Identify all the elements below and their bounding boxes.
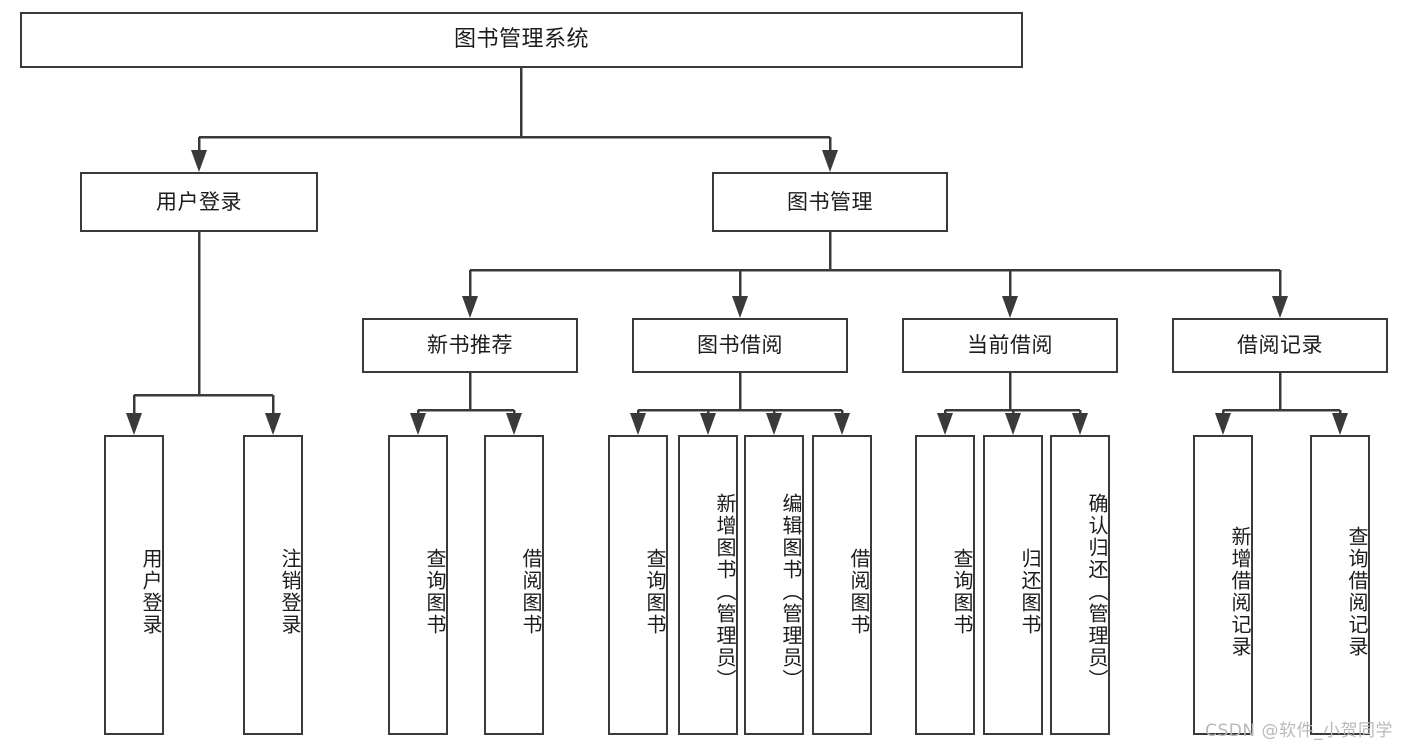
node-label: 借阅图书: [847, 548, 871, 636]
node-label: 用户登录: [156, 189, 242, 214]
node-label: 当前借阅: [967, 333, 1053, 358]
node-label: 用户登录: [139, 548, 163, 636]
node-label: 图书管理系统: [453, 27, 589, 53]
node-leaf-return-book[interactable]: 归还图书: [983, 435, 1043, 735]
node-label: 查询图书: [950, 548, 974, 636]
node-leaf-logout[interactable]: 注销登录: [243, 435, 303, 735]
node-leaf-edit-book-admin[interactable]: 编辑图书（管理员）: [744, 435, 804, 735]
node-label: 查询图书: [643, 548, 667, 636]
node-label: 查询借阅记录: [1345, 526, 1369, 658]
node-label: 查询图书: [423, 548, 447, 636]
node-label: 借阅图书: [519, 548, 543, 636]
node-book-manage[interactable]: 图书管理: [712, 172, 948, 232]
node-leaf-user-login[interactable]: 用户登录: [104, 435, 164, 735]
node-leaf-query-book-current[interactable]: 查询图书: [915, 435, 975, 735]
node-label: 确认归还（管理员）: [1085, 493, 1109, 691]
node-label: 注销登录: [278, 548, 302, 636]
node-label: 图书管理: [787, 189, 873, 214]
node-label: 图书借阅: [697, 333, 783, 358]
node-leaf-borrow-book-recommend[interactable]: 借阅图书: [484, 435, 544, 735]
node-user-login[interactable]: 用户登录: [80, 172, 318, 232]
node-leaf-confirm-return-admin[interactable]: 确认归还（管理员）: [1050, 435, 1110, 735]
node-label: 新增图书（管理员）: [713, 493, 737, 691]
node-label: 编辑图书（管理员）: [779, 493, 803, 691]
node-leaf-query-book-recommend[interactable]: 查询图书: [388, 435, 448, 735]
node-leaf-query-borrow-record[interactable]: 查询借阅记录: [1310, 435, 1370, 735]
node-label: 借阅记录: [1237, 333, 1323, 358]
node-current-borrow[interactable]: 当前借阅: [902, 318, 1118, 373]
node-leaf-query-book-borrow[interactable]: 查询图书: [608, 435, 668, 735]
node-label: 归还图书: [1018, 548, 1042, 636]
node-leaf-borrow-book[interactable]: 借阅图书: [812, 435, 872, 735]
node-label: 新增借阅记录: [1228, 526, 1252, 658]
node-label: 新书推荐: [427, 333, 513, 358]
node-borrow-record[interactable]: 借阅记录: [1172, 318, 1388, 373]
node-root-book-management-system[interactable]: 图书管理系统: [20, 12, 1023, 68]
node-new-book-recommend[interactable]: 新书推荐: [362, 318, 578, 373]
node-leaf-add-book-admin[interactable]: 新增图书（管理员）: [678, 435, 738, 735]
node-leaf-add-borrow-record[interactable]: 新增借阅记录: [1193, 435, 1253, 735]
node-book-borrow[interactable]: 图书借阅: [632, 318, 848, 373]
csdn-watermark: CSDN @软件_小贺同学: [1205, 721, 1393, 741]
